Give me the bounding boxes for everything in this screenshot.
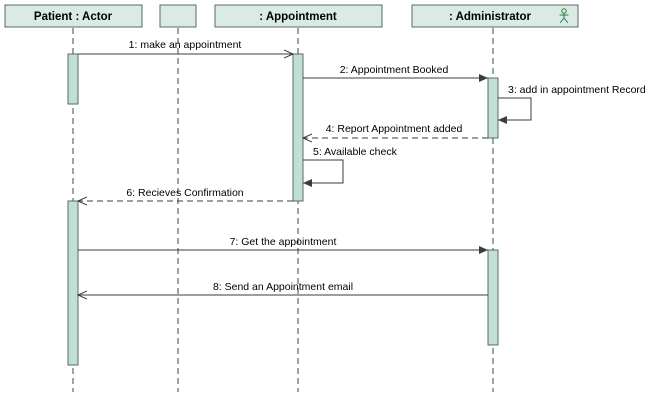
lifeline-head-unnamed[interactable] (159, 4, 197, 28)
lifeline-head-administrator[interactable]: : Administrator (411, 4, 579, 28)
lifeline-label-administrator: : Administrator (449, 11, 532, 23)
actor-stick-figure-icon (559, 8, 569, 24)
message-label-6: 6: Recieves Confirmation (126, 187, 243, 199)
message-label-3: 3: add in appointment Record (508, 84, 646, 96)
lifeline-head-patient[interactable]: Patient : Actor (4, 4, 143, 28)
message-label-1: 1: make an appointment (129, 39, 242, 51)
activation-patient-2 (67, 200, 79, 366)
message-label-8: 8: Send an Appointment email (213, 281, 353, 293)
message-arrow-5 (303, 159, 344, 187)
activation-patient-1 (67, 53, 79, 105)
activation-appointment (292, 53, 304, 202)
activation-administrator-2 (487, 249, 499, 346)
message-label-2: 2: Appointment Booked (340, 64, 449, 76)
message-label-5: 5: Available check (313, 146, 398, 158)
lifeline-label-appointment: : Appointment (259, 11, 337, 23)
activation-administrator-1 (487, 77, 499, 139)
message-label-7: 7: Get the appointment (230, 236, 337, 248)
message-label-4: 4: Report Appointment added (326, 123, 463, 135)
lifeline-label-patient: Patient : Actor (34, 11, 113, 23)
lifeline-head-appointment[interactable]: : Appointment (214, 4, 383, 28)
message-arrow-3 (498, 97, 532, 124)
